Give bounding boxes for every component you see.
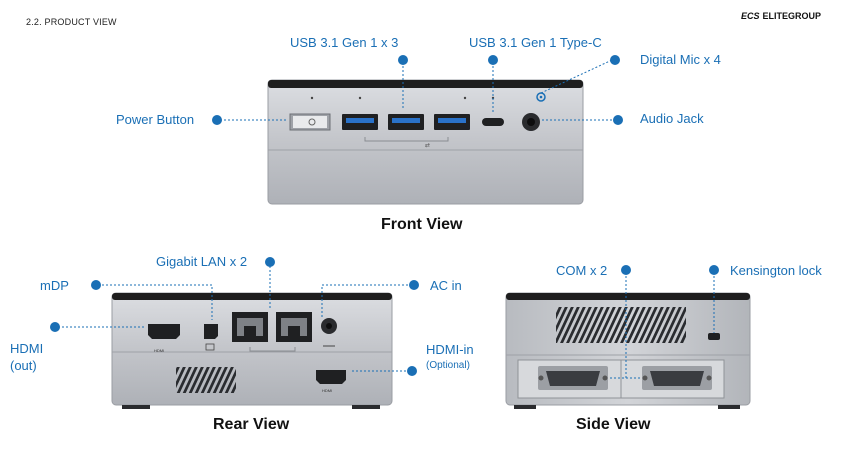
brand-mark: ECS <box>740 11 760 21</box>
label-hdmi-out-line2: (out) <box>10 358 37 373</box>
front-callouts <box>220 59 615 121</box>
label-digital-mic: Digital Mic x 4 <box>640 52 721 67</box>
side-device <box>505 292 751 409</box>
label-kensington-lock: Kensington lock <box>730 263 822 278</box>
label-hdmi-in: HDMI-in <box>426 342 474 357</box>
caption-front-view: Front View <box>381 216 463 233</box>
label-usb-typec: USB 3.1 Gen 1 Type-C <box>469 35 602 50</box>
label-hdmi-out-line1: HDMI <box>10 341 44 356</box>
label-hdmi-in-optional: (Optional) <box>426 360 470 371</box>
brand-name: ELITEGROUP <box>762 11 821 21</box>
label-com: COM x 2 <box>556 263 608 278</box>
label-power-button: Power Button <box>116 112 195 127</box>
caption-rear-view: Rear View <box>213 416 290 433</box>
front-callout-dots <box>212 55 623 125</box>
label-usb-gen1-x3: USB 3.1 Gen 1 x 3 <box>290 35 399 50</box>
caption-side-view: Side View <box>576 416 651 433</box>
label-audio-jack: Audio Jack <box>640 111 704 126</box>
side-callout-dots <box>621 265 719 275</box>
svg-text:HDMI: HDMI <box>154 348 164 353</box>
side-callouts <box>608 272 715 379</box>
rear-device: HDMI HDMI <box>111 292 393 409</box>
svg-text:⇄: ⇄ <box>425 142 430 149</box>
label-mdp: mDP <box>40 278 69 293</box>
rear-callouts <box>58 262 412 372</box>
svg-text:HDMI: HDMI <box>322 388 332 393</box>
section-title: 2.2. PRODUCT VIEW <box>26 17 117 27</box>
label-gigabit-lan: Gigabit LAN x 2 <box>156 254 248 269</box>
label-ac-in: AC in <box>430 278 462 293</box>
brand-logo: ECS ELITEGROUP <box>741 11 821 21</box>
rear-callout-dots <box>50 257 419 376</box>
front-device: ⇄ <box>267 79 584 205</box>
